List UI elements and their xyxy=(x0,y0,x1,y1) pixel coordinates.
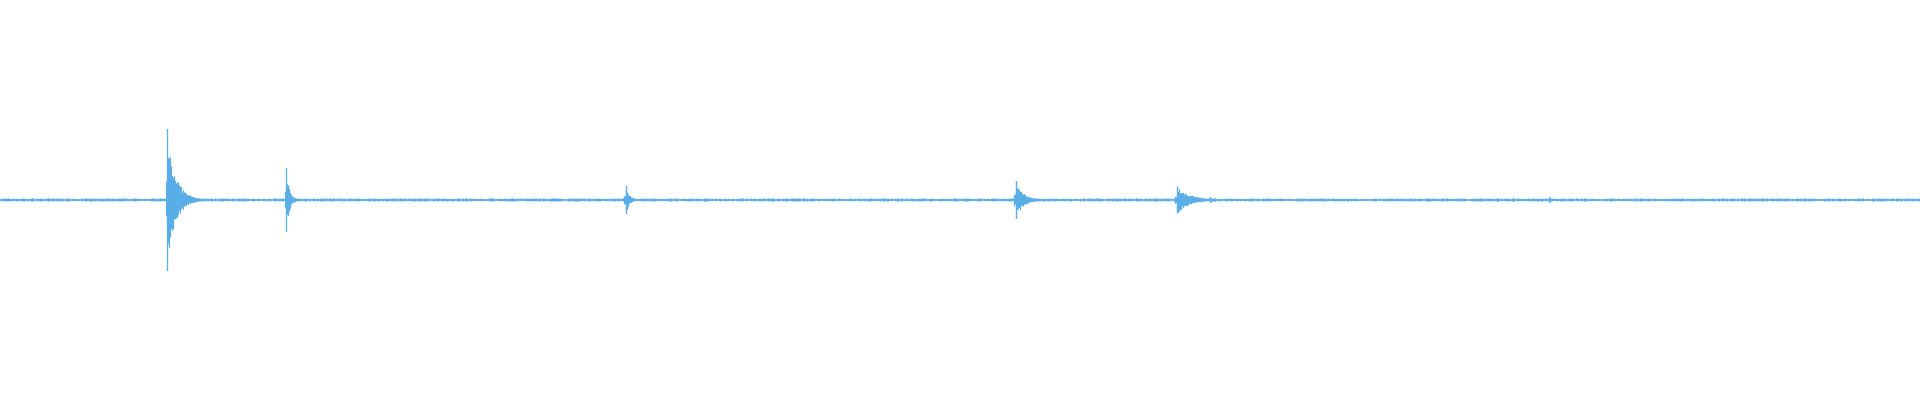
waveform-samples xyxy=(0,129,1920,271)
waveform-trace xyxy=(0,157,1920,248)
